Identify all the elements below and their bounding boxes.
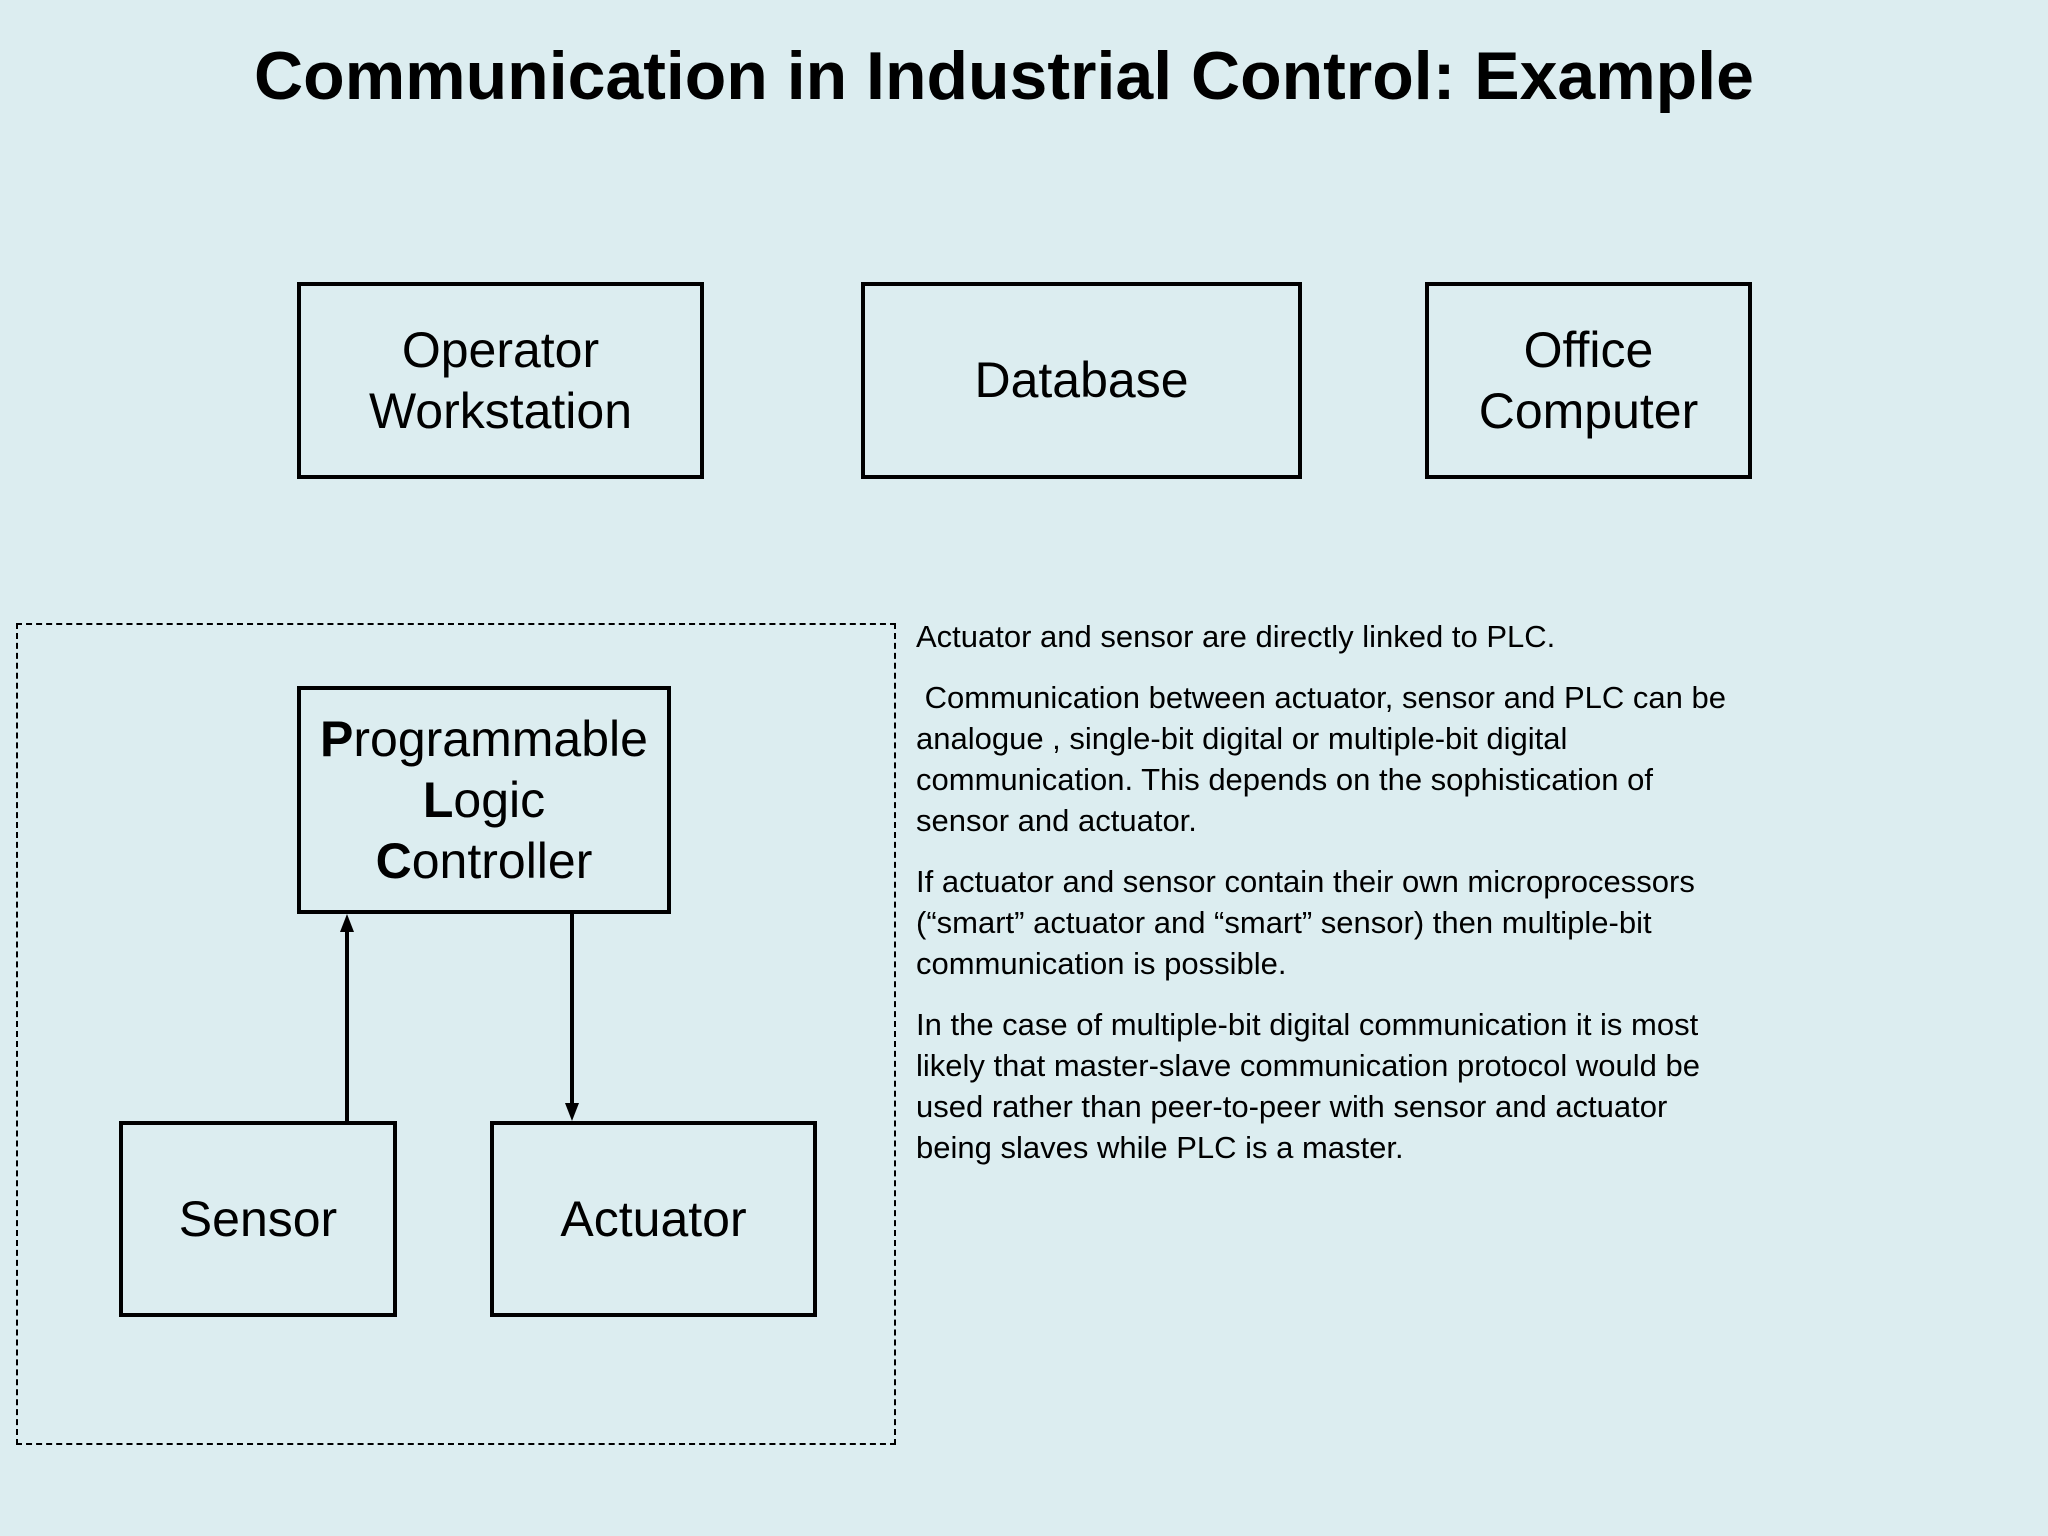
operator-workstation-label-line-1: Operator	[401, 321, 600, 378]
plc-initial-c: C	[375, 832, 412, 889]
office-computer-label-line-1: Office	[1523, 321, 1654, 378]
explanation-text: Actuator and sensor are directly linked …	[916, 616, 1736, 1188]
database-node: Database	[861, 282, 1302, 479]
plc-node: Programmable Logic Controller	[297, 686, 671, 914]
database-label: Database	[974, 352, 1189, 408]
note-paragraph-2: Communication between actuator, sensor a…	[916, 680, 1735, 838]
sensor-node: Sensor	[119, 1121, 397, 1317]
operator-workstation-label-line-2: Workstation	[368, 382, 633, 439]
plc-label-line-3: Controller	[376, 831, 593, 892]
plc-label-line-3-rest: ontroller	[411, 832, 593, 889]
plc-initial-l: L	[422, 771, 454, 828]
note-paragraph-4: In the case of multiple-bit digital comm…	[916, 1007, 1700, 1165]
office-computer-node: Office Computer	[1425, 282, 1752, 479]
plc-label-line-1: Programmable	[320, 709, 648, 770]
slide-title: Communication in Industrial Control: Exa…	[254, 38, 1754, 114]
plc-label-line-2-rest: ogic	[453, 771, 546, 828]
plc-label-line-2: Logic	[423, 770, 545, 831]
office-computer-label-line-2: Computer	[1478, 382, 1699, 439]
note-paragraph-1: Actuator and sensor are directly linked …	[916, 619, 1556, 654]
plc-initial-p: P	[320, 710, 354, 767]
note-paragraph-3: If actuator and sensor contain their own…	[916, 864, 1695, 981]
sensor-label: Sensor	[178, 1190, 338, 1247]
actuator-label: Actuator	[560, 1190, 747, 1247]
actuator-node: Actuator	[490, 1121, 817, 1317]
operator-workstation-node: Operator Workstation	[297, 282, 704, 479]
field-level-boundary	[16, 623, 896, 1445]
plc-label-line-1-rest: rogrammable	[353, 710, 648, 767]
